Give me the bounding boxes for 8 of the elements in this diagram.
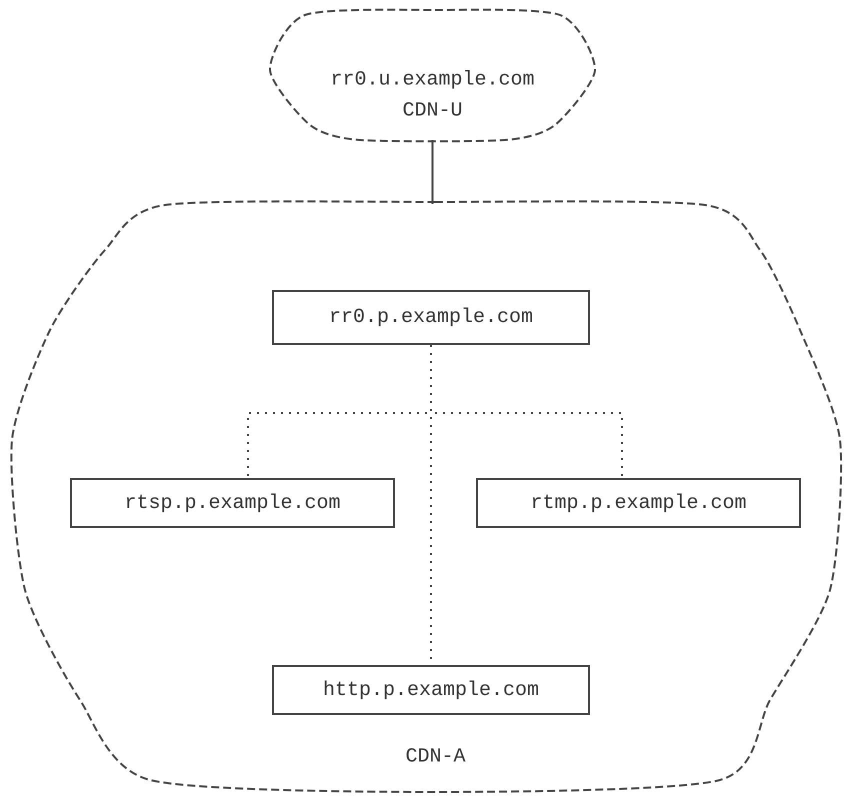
hostname-label: rr0.u.example.com bbox=[330, 68, 535, 92]
server-box: rtmp.p.example.com bbox=[476, 478, 801, 528]
network-label: CDN-A bbox=[406, 746, 466, 769]
connector-line bbox=[432, 140, 434, 204]
network-label: CDN-U bbox=[402, 99, 462, 122]
server-box: http.p.example.com bbox=[272, 665, 590, 715]
server-box: rr0.p.example.com bbox=[272, 290, 590, 345]
server-box: rtsp.p.example.com bbox=[70, 478, 395, 528]
